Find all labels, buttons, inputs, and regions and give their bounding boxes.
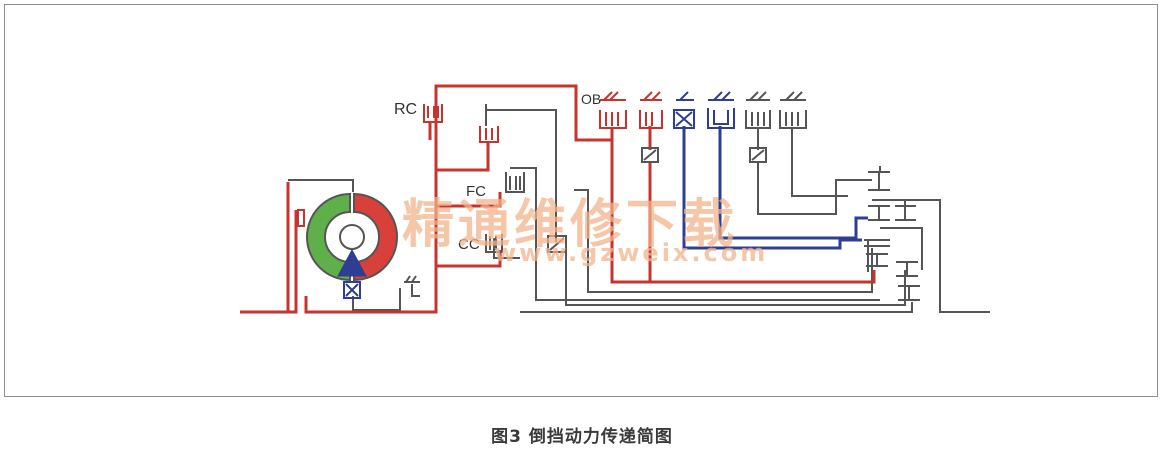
stator-shaft xyxy=(352,288,401,311)
watermark-url: www.gzweix.com xyxy=(494,239,769,267)
ob-brake-bank xyxy=(599,91,807,129)
ob-brake-5-symbol xyxy=(745,91,771,129)
fc-label: FC xyxy=(466,183,486,200)
ob-brake-4-down xyxy=(757,162,872,215)
ob-brake-6-symbol xyxy=(779,91,807,129)
planet-gear-5 xyxy=(896,261,918,277)
clutch-symbols xyxy=(423,104,567,253)
converter-lockup xyxy=(297,209,305,227)
watermark-chinese: 精通维修下载 xyxy=(402,195,739,255)
planet-gear-4 xyxy=(866,253,888,267)
planet-gear-3 xyxy=(895,205,916,221)
planet-gear-2 xyxy=(868,205,890,221)
planetary-gears xyxy=(864,171,920,301)
converter-green-half xyxy=(306,192,351,282)
rc-clutch-symbol xyxy=(423,104,443,123)
ob-brake-4-symbol xyxy=(707,91,735,129)
output-shaft-low xyxy=(520,302,913,313)
torque-converter xyxy=(297,192,420,299)
one-way-clutch-grey xyxy=(749,147,767,163)
cc-clutch-symbol xyxy=(485,234,503,253)
figure-caption: 图3 倒挡动力传递简图 xyxy=(491,427,673,447)
figure-frame xyxy=(4,4,1158,397)
converter-bracket xyxy=(288,179,354,192)
cc-drum xyxy=(436,250,502,268)
ob-brake-2 xyxy=(639,91,663,129)
fc-drum xyxy=(436,192,502,208)
stator-one-way xyxy=(343,281,361,299)
fc-shaft xyxy=(510,167,880,301)
ob-brake-3 xyxy=(673,91,695,129)
one-way-clutch-cc xyxy=(547,235,567,253)
ob-brake-5 xyxy=(791,128,848,197)
ob-brake-1 xyxy=(599,91,627,129)
one-way-clutches xyxy=(641,147,767,163)
rc-label: RC xyxy=(394,101,418,118)
planet-gear-1 xyxy=(868,171,890,191)
mid-shaft-1 xyxy=(565,244,906,306)
one-way-clutch-red xyxy=(641,147,659,163)
one-way-clutch-ground xyxy=(411,284,420,297)
converter-hub xyxy=(339,224,365,250)
ob-feed-shaft xyxy=(485,104,557,242)
ob-label: OB xyxy=(581,91,602,107)
active-power-path xyxy=(240,84,876,314)
red-clutch-symbol xyxy=(479,126,499,143)
planet-gear-7 xyxy=(864,239,890,247)
cc-label: CC xyxy=(458,236,480,253)
blue-path xyxy=(682,126,868,250)
converter-ground xyxy=(404,275,420,283)
rc-drum xyxy=(436,142,490,172)
blue-ob-2 xyxy=(718,126,868,240)
cc-shaft xyxy=(493,238,520,259)
mid-shaft-2 xyxy=(574,189,873,293)
stator-triangle xyxy=(337,248,367,277)
converter-red-half xyxy=(353,192,398,282)
fc-clutch-symbol xyxy=(505,172,525,193)
turbine-out xyxy=(304,84,612,314)
input-shaft xyxy=(240,210,298,314)
red-main-down xyxy=(610,140,876,284)
blue-ob-1 xyxy=(682,126,862,250)
planet-gear-6 xyxy=(898,285,920,301)
